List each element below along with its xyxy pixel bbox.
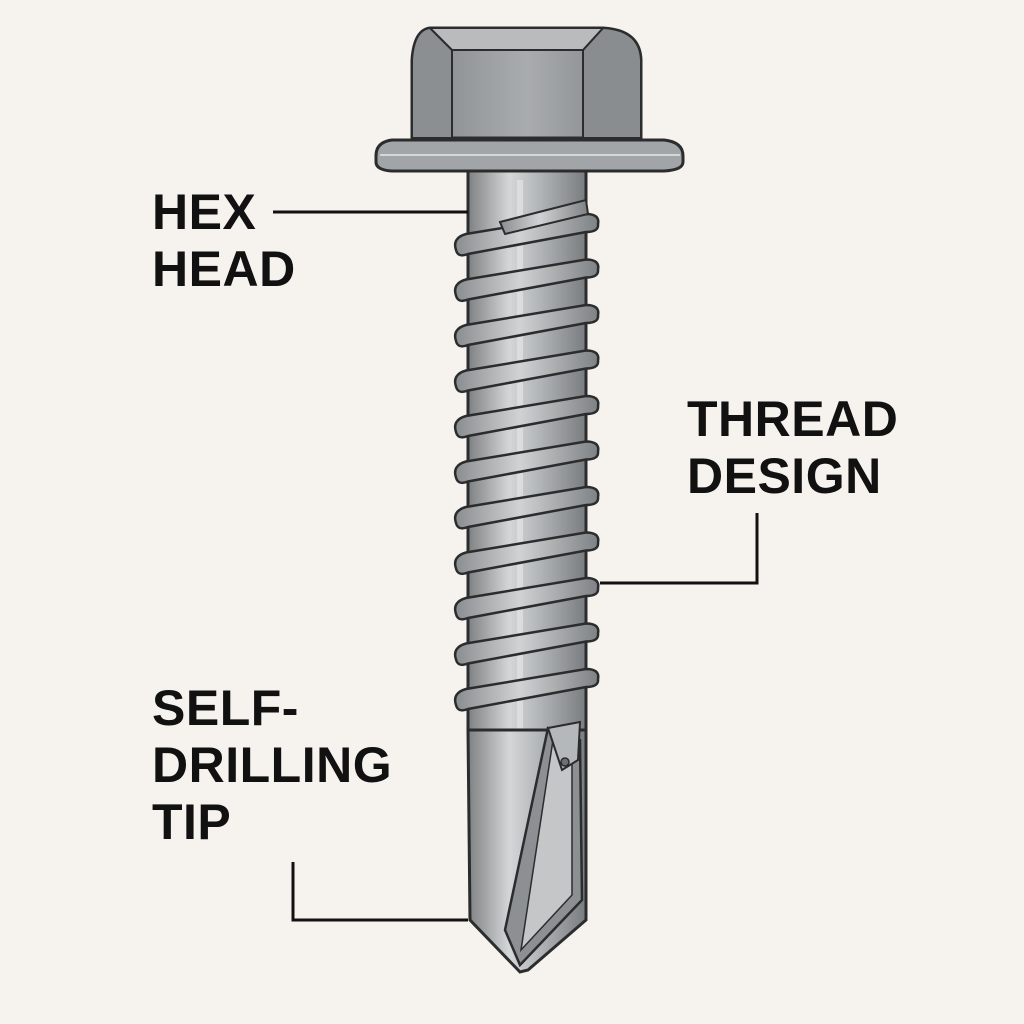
- thread-ridge: [453, 349, 600, 394]
- thread-ridge: [453, 576, 600, 621]
- thread-ridge: [453, 212, 600, 257]
- hex-head-top-facet: [427, 27, 606, 51]
- leader-lines: [273, 210, 759, 922]
- hex-head-left-facet: [411, 26, 453, 139]
- thread-ridge: [453, 531, 600, 576]
- hex-head: [374, 26, 685, 173]
- thread-ridge: [453, 258, 600, 303]
- drill-tip: [466, 720, 588, 974]
- thread-ridge: [453, 303, 600, 348]
- hex-head-label-line1: HEX: [152, 184, 257, 240]
- drill-wing: [546, 720, 582, 772]
- thread-design-label-line1: THREAD: [687, 391, 899, 447]
- thread-design-label: THREAD DESIGN: [687, 391, 898, 505]
- thread-ridge: [453, 440, 600, 485]
- hex-head-right-facet: [582, 26, 642, 139]
- thread-ridge: [453, 485, 600, 530]
- self-drilling-tip-leader: [291, 862, 468, 922]
- thread-ridge-top: [498, 198, 590, 236]
- thread-ridge: [453, 667, 600, 712]
- self-drilling-tip-label-line3: TIP: [152, 794, 232, 850]
- hex-head-label: HEX HEAD: [152, 184, 296, 298]
- threads: [453, 198, 600, 712]
- thread-design-label-line2: DESIGN: [687, 448, 882, 504]
- self-drilling-tip-label-line2: DRILLING: [152, 737, 393, 793]
- self-drilling-tip-label: SELF- DRILLING TIP: [152, 680, 392, 851]
- thread-design-leader: [600, 513, 759, 585]
- hex-head-label-line2: HEAD: [152, 241, 296, 297]
- thread-ridge: [453, 622, 600, 667]
- thread-ridge: [453, 394, 600, 439]
- self-drilling-tip-label-line1: SELF-: [152, 680, 299, 736]
